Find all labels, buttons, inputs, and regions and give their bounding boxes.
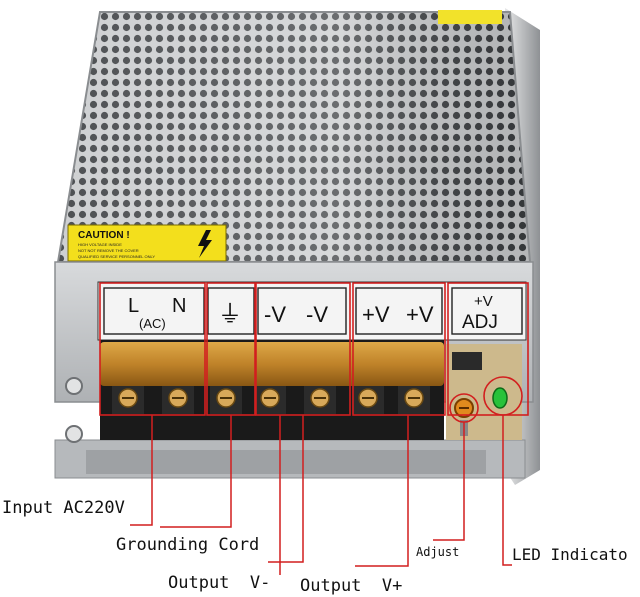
callout-input-label: Input AC220V: [2, 498, 125, 518]
top-sticker: [438, 10, 502, 24]
callout-box-adj: [447, 282, 529, 416]
leader-ground: [160, 415, 232, 528]
label-vminus-1: -V: [264, 302, 286, 327]
leader-adjust: [433, 422, 465, 541]
perforated-top-cover: [56, 10, 532, 263]
label-adj-bottom: ADJ: [462, 312, 498, 333]
callout-vminus-label: Output V-: [168, 573, 270, 593]
mounting-screw-upper: [65, 377, 83, 395]
label-vplus-1: +V: [362, 302, 390, 327]
caution-line-1: HIGH VOLTAGE INSIDE: [78, 242, 122, 247]
callout-leader-lines: [130, 415, 512, 575]
label-vplus-2: +V: [406, 302, 434, 327]
caution-line-3: QUALIFIED SERVICE PERSONNEL ONLY: [78, 254, 155, 259]
label-ac-n: N: [172, 295, 186, 317]
led-indicator: [492, 387, 508, 409]
callout-vplus-label: Output V+: [300, 576, 402, 596]
ground-icon: ⏚: [218, 300, 242, 328]
label-ac-sub: (AC): [139, 316, 166, 331]
leader-input: [130, 415, 153, 526]
callout-adjust-label: Adjust: [416, 545, 459, 559]
label-ac-l: L: [128, 295, 139, 317]
caution-line-2: NOT NOT REMOVE THE COVER: [78, 248, 139, 253]
leader-led: [502, 415, 512, 566]
terminal-label-plate: L N (AC) ⏚ -V -V +V +V +V ADJ: [97, 281, 527, 341]
mounting-screw-lower: [65, 425, 83, 443]
leader-vplus: [355, 415, 409, 567]
label-vminus-2: -V: [306, 302, 328, 327]
terminal-block: [100, 340, 444, 440]
caution-title: CAUTION !: [78, 230, 130, 241]
lightning-icon: [198, 230, 212, 258]
callout-led-label: LED Indicato: [512, 545, 628, 564]
callout-ground-label: Grounding Cord: [116, 535, 259, 555]
callout-box-vplus: [352, 282, 446, 416]
amber-terminal-cover: [100, 342, 444, 386]
caution-sticker: CAUTION ! HIGH VOLTAGE INSIDE NOT NOT RE…: [67, 224, 227, 262]
label-adj-top: +V: [474, 293, 493, 310]
